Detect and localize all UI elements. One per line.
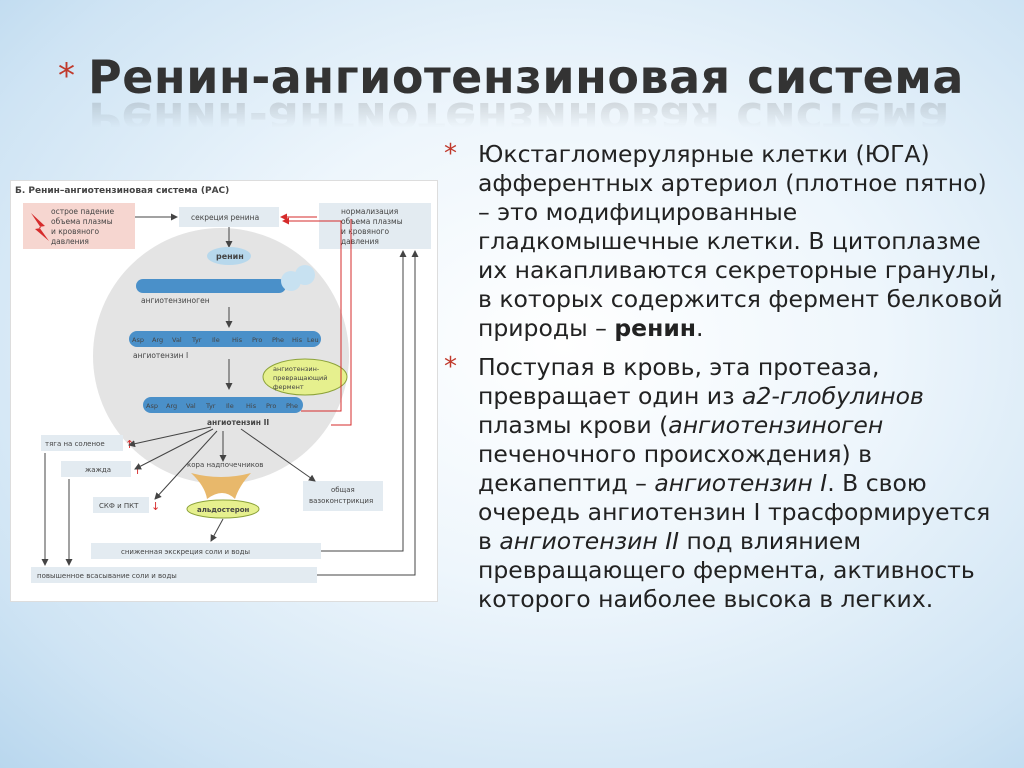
p1-renin: ренин [614, 314, 697, 342]
p2-d: ангиотензиноген [668, 411, 884, 439]
a1-residues: Asp Arg Val Tyr Ile His Pro Phe His Leu [132, 336, 319, 344]
a1-aa-2: Arg [152, 336, 163, 344]
paragraph-1: * Юкстагломерулярные клетки (ЮГА) аффере… [444, 140, 1004, 343]
increase-arrow-icon: ↑ [133, 464, 142, 477]
arrow-a2-salt [128, 426, 212, 448]
ace-ellipse [262, 358, 348, 396]
vaso-1: общая [331, 486, 355, 494]
title-area: * Ренин-ангиотензиновая система Ренин-ан… [58, 50, 1008, 146]
title-bullet: * [58, 56, 75, 96]
box-salt-excretion [91, 543, 321, 559]
slide-title: Ренин-ангиотензиновая система [88, 50, 964, 104]
feedback-arrow [282, 217, 342, 412]
p2-i: под влиянием превращающего фермента, акт… [478, 527, 975, 613]
a1-aa-4: Tyr [191, 336, 202, 344]
box-gfr [93, 497, 149, 513]
a1-aa-5: Ile [212, 336, 220, 344]
renin-blob [207, 247, 251, 265]
feedback-line [331, 219, 352, 426]
a1-aa-10: Leu [307, 336, 319, 344]
renin-label: ренин [216, 252, 244, 261]
aldosterone-label: альдостерон [197, 506, 250, 514]
p2-g: . В свою очередь ангиотензин I трасформи… [478, 469, 991, 555]
a1-aa-9: His [292, 336, 303, 344]
a1-aa-1: Asp [132, 336, 144, 344]
arrow-aldo-excretion [210, 518, 224, 542]
arrow-right-up-1 [321, 250, 407, 552]
aldosterone-ellipse [186, 499, 260, 519]
box-drop-4: давления [51, 237, 89, 246]
box-renin-secretion [179, 207, 279, 227]
a1-aa-6: His [232, 336, 243, 344]
bullet-star-icon: * [444, 352, 457, 382]
a1-aa-8: Phe [272, 336, 284, 344]
figure-heading: Б. Ренин–ангиотензиновая система (РАС) [15, 186, 229, 196]
bullet-star-icon: * [444, 139, 457, 169]
p2-e: печеночного происхождения) в декапептид … [478, 440, 873, 497]
thirst-water-label: жажда [85, 466, 111, 474]
adrenal-gland [191, 473, 251, 499]
box-secretion-label: секреция ренина [191, 213, 259, 222]
angiotensinogen-chain [136, 279, 286, 293]
p2-b: а2-глобулинов [742, 382, 924, 410]
ras-diagram-svg: Б. Ренин–ангиотензиновая система (РАС) о… [15, 186, 431, 583]
ace-1: ангиотензин- [273, 365, 320, 373]
p2-a: Поступая в кровь, эта протеаза, превраща… [478, 353, 880, 410]
p1-text: Юкстагломерулярные клетки (ЮГА) афферент… [478, 140, 1003, 342]
a2-aa-7: Pro [266, 402, 276, 410]
box-vasoconstriction [303, 481, 383, 511]
a2-aa-2: Arg [166, 402, 177, 410]
ras-diagram: Б. Ренин–ангиотензиновая система (РАС) о… [10, 180, 438, 602]
lightning-icon [31, 213, 49, 241]
p1-end: . [696, 314, 704, 342]
ace-3: фермент [273, 383, 304, 391]
angiotensin1-chain [129, 331, 321, 347]
p2-h: ангиотензин II [499, 527, 680, 555]
a2-aa-6: His [246, 402, 257, 410]
angiotensin2-label: ангиотензин II [207, 418, 269, 427]
box-normal-1: нормализация [341, 207, 398, 216]
decrease-arrow-icon: ↓ [151, 500, 160, 513]
box-drop-1: острое падение [51, 207, 115, 216]
angiotensin2-chain [143, 397, 303, 413]
a2-residues: Asp Arg Val Tyr Ile His Pro Phe [146, 402, 298, 410]
ace-2: превращающий [273, 374, 327, 382]
box-normalization [319, 203, 431, 249]
angiotensinogen-label: ангиотензиноген [141, 296, 210, 305]
a2-aa-3: Val [186, 402, 196, 410]
arrow-a2-vaso [240, 428, 316, 482]
box-drop-2: объема плазмы [51, 217, 113, 226]
box-normal-4: давления [341, 237, 379, 246]
p2-c: плазмы крови ( [478, 411, 669, 439]
thirst-label: тяга на соленое [45, 440, 105, 448]
a2-aa-8: Phe [286, 402, 298, 410]
arrow-a2-thirst [134, 428, 214, 470]
a1-aa-3: Val [172, 336, 182, 344]
a2-aa-5: Ile [226, 402, 234, 410]
a1-aa-7: Pro [252, 336, 262, 344]
box-salt-absorption [31, 567, 317, 583]
arrow-right-up-2 [317, 250, 419, 576]
paragraph-2: * Поступая в кровь, эта протеаза, превра… [444, 353, 1004, 614]
salt-excretion-label: сниженная экскреция соли и воды [121, 548, 250, 556]
box-drop-3: и кровяного [51, 227, 100, 236]
a2-aa-1: Asp [146, 402, 158, 410]
box-normal-2: объема плазмы [341, 217, 403, 226]
vaso-2: вазоконстрикция [309, 497, 373, 505]
angiotensinogen-tail-2 [295, 265, 315, 285]
arrow-a2-gfr [154, 430, 218, 500]
gfr-label: СКФ и ПКТ [99, 502, 139, 510]
slide-body: * Юкстагломерулярные клетки (ЮГА) аффере… [444, 140, 1004, 624]
box-normal-3: и кровяного [341, 227, 390, 236]
angiotensin1-label: ангиотензин I [133, 351, 188, 360]
box-thirst [61, 461, 131, 477]
cortex-label: кора надпочечников [187, 461, 263, 469]
a2-aa-4: Tyr [205, 402, 216, 410]
p2-f: ангиотензин I [654, 469, 828, 497]
salt-absorption-label: повышенное всасывание соли и воды [37, 572, 177, 580]
box-salt-appetite [41, 435, 123, 451]
